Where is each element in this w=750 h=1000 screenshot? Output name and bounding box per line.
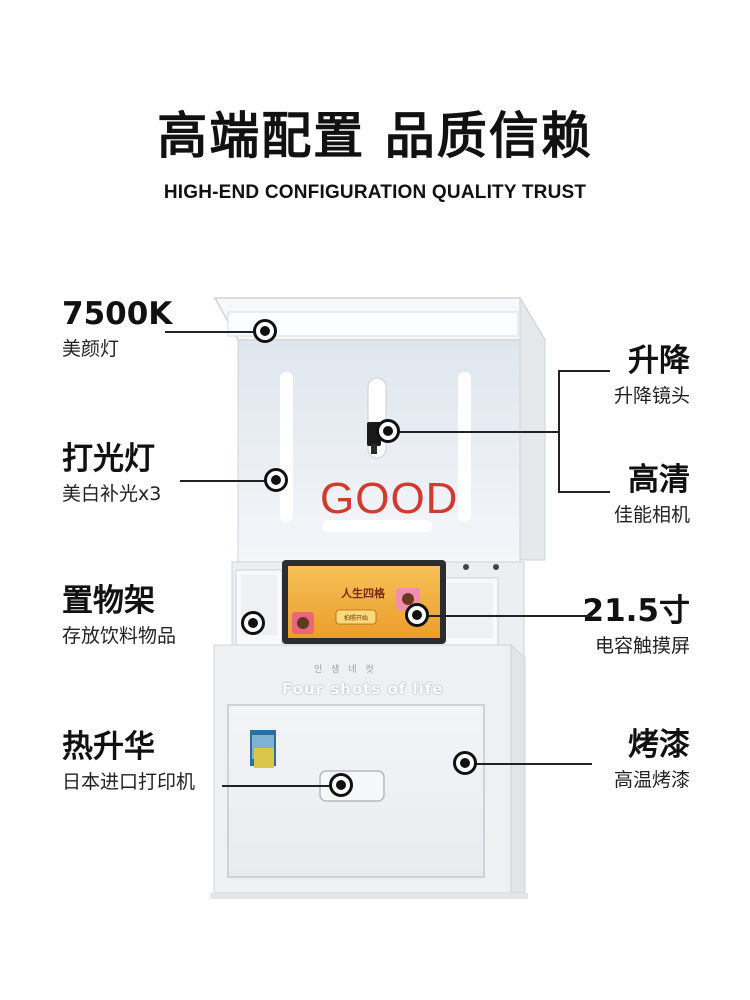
screen-marker-dot (405, 603, 429, 627)
callout-title: 打光灯 (62, 441, 155, 477)
printer-marker-dot (329, 773, 353, 797)
brand-korean-text: 인 생 네 컷 (314, 665, 377, 675)
callout-title: 烤漆 (628, 727, 690, 763)
light-strip-center (322, 520, 432, 532)
callout-title: 热升华 (62, 729, 155, 765)
page-title: 高端配置 品质信赖 (157, 107, 593, 165)
light-strip-right (458, 372, 471, 522)
shelf-marker-dot (241, 611, 265, 635)
callout-desc: 佳能相机 (613, 504, 690, 526)
callout-title: 置物架 (62, 583, 155, 619)
callout-title: 21.5寸 (582, 593, 691, 629)
callout-desc: 日本进口打印机 (62, 771, 196, 793)
callout-screen: 21.5寸 电容触摸屏 (583, 593, 691, 659)
callout-desc: 美颜灯 (62, 338, 120, 360)
callout-desc: 存放饮料物品 (62, 625, 177, 647)
callout-title: 7500K (62, 296, 173, 332)
callout-title: 高清 (628, 462, 690, 498)
camera-marker-dot (376, 419, 400, 443)
beauty-light-marker-dot (253, 319, 277, 343)
screen-start-button: 拍照开始 (343, 615, 368, 622)
callout-desc: 电容触摸屏 (594, 635, 690, 657)
paint-marker-dot (453, 751, 477, 775)
light-strip-left (280, 372, 293, 522)
callout-desc: 美白补光x3 (62, 483, 162, 505)
screen-app-title: 人生四格 (341, 587, 385, 600)
callout-paint: 烤漆 高温烤漆 (614, 727, 690, 793)
callout-lift: 升降 升降镜头 (614, 343, 690, 409)
good-sign: GOOD (320, 474, 459, 523)
callout-desc: 高温烤漆 (613, 769, 690, 791)
callout-fill-light: 打光灯 美白补光x3 (62, 441, 161, 507)
callout-beauty-light: 7500K 美颜灯 (62, 296, 172, 362)
callout-desc: 升降镜头 (613, 385, 690, 407)
callout-camera: 高清 佳能相机 (614, 462, 690, 528)
page-subtitle: HIGH-END CONFIGURATION QUALITY TRUST (163, 182, 587, 203)
callout-title: 升降 (628, 343, 690, 379)
brand-text: Four shots of life (282, 680, 444, 698)
callout-printer: 热升华 日本进口打印机 (62, 729, 195, 795)
callout-shelf: 置物架 存放饮料物品 (62, 583, 176, 649)
fill-light-marker-dot (264, 468, 288, 492)
